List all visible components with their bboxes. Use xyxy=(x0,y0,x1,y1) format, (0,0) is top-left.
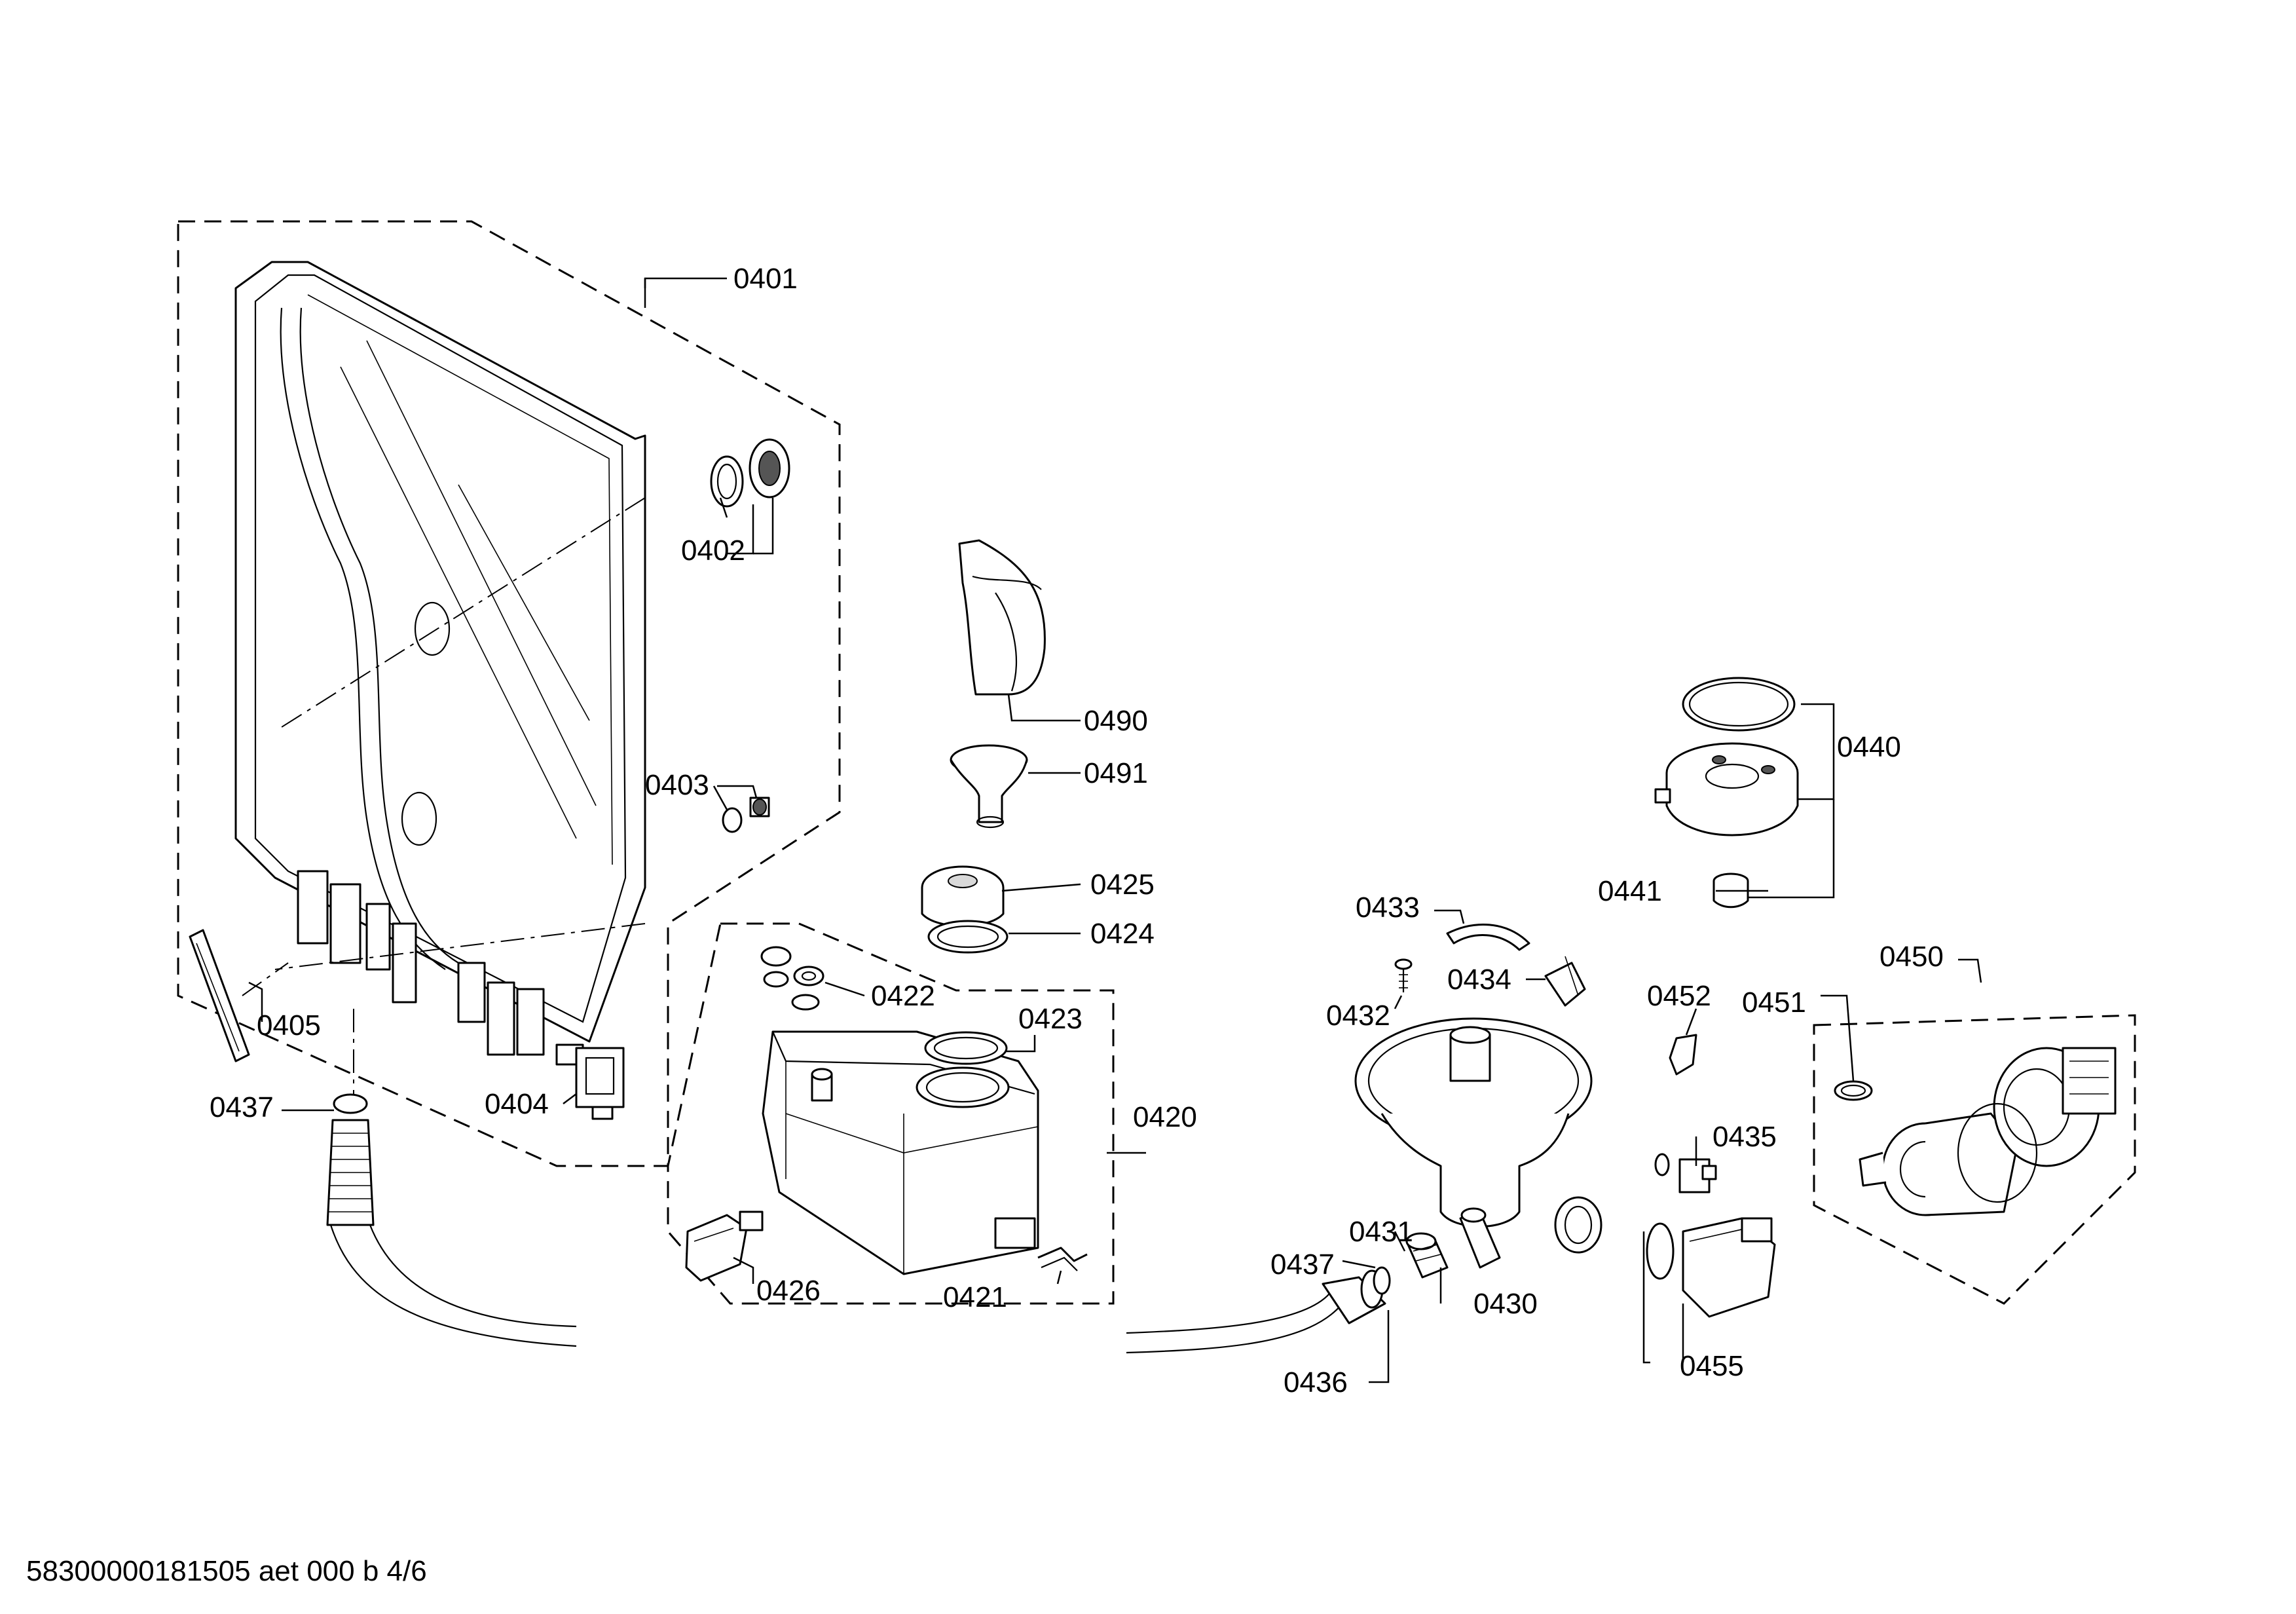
label-0441: 0441 xyxy=(1598,875,1662,907)
label-0420: 0420 xyxy=(1133,1101,1197,1133)
label-0452: 0452 xyxy=(1647,980,1711,1012)
chain-line-0405 xyxy=(242,962,289,996)
group-outline-0420 xyxy=(667,922,1115,1305)
funnel-0490 xyxy=(958,539,1046,696)
seal-0423 xyxy=(924,1031,1008,1065)
label-0433: 0433 xyxy=(1356,891,1420,924)
label-0425: 0425 xyxy=(1090,869,1155,901)
label-0430: 0430 xyxy=(1473,1288,1538,1320)
pump-part-0435 xyxy=(1654,1153,1717,1193)
clip-0405 xyxy=(189,929,250,1062)
drain-hose-0436 xyxy=(329,1224,1386,1354)
group-outline-0401 xyxy=(177,220,841,1167)
label-0404: 0404 xyxy=(485,1088,549,1120)
label-0437-top: 0437 xyxy=(210,1091,274,1123)
water-softener-0420 xyxy=(762,1030,1039,1275)
label-0421: 0421 xyxy=(943,1281,1007,1313)
heat-pump-0450 xyxy=(1859,1047,2117,1216)
label-0426: 0426 xyxy=(756,1275,821,1307)
fitting-0403 xyxy=(722,797,770,833)
drain-pump-0455 xyxy=(1646,1217,1776,1318)
valve-0404 xyxy=(555,1043,625,1120)
label-0431: 0431 xyxy=(1349,1216,1413,1248)
label-0450: 0450 xyxy=(1879,941,1944,973)
seal-ring-0402 xyxy=(710,438,790,508)
clip-0421 xyxy=(1037,1247,1088,1271)
label-0435: 0435 xyxy=(1713,1121,1777,1153)
label-0491: 0491 xyxy=(1084,757,1148,789)
clamp-0451 xyxy=(1834,1080,1873,1101)
label-0455: 0455 xyxy=(1680,1350,1744,1382)
leader-lines xyxy=(248,277,1982,1383)
label-0423: 0423 xyxy=(1018,1003,1083,1035)
cap-0425 xyxy=(921,865,1005,928)
label-0451: 0451 xyxy=(1742,986,1806,1019)
sump-0430 xyxy=(1354,1017,1602,1269)
sensor-0426 xyxy=(685,1210,764,1282)
ring-0424 xyxy=(927,920,1009,954)
impeller-0441 xyxy=(1713,873,1749,909)
drain-hose-0437 xyxy=(326,1009,375,1226)
label-0401: 0401 xyxy=(733,263,798,295)
chain-line-0401b xyxy=(274,923,646,970)
cup-0491 xyxy=(950,744,1028,829)
seals-0422 xyxy=(760,946,824,1011)
drawing-code: 58300000181505 aet 000 b 4/6 xyxy=(26,1555,427,1587)
label-0402: 0402 xyxy=(681,535,745,567)
label-0440: 0440 xyxy=(1837,731,1901,763)
screw-0432 xyxy=(1394,958,1413,992)
connector-0431 xyxy=(1405,1232,1449,1279)
label-0405: 0405 xyxy=(257,1009,321,1042)
label-0490: 0490 xyxy=(1084,705,1148,737)
ring-0437 xyxy=(1373,1266,1391,1295)
label-0436: 0436 xyxy=(1284,1366,1348,1398)
label-0403: 0403 xyxy=(645,769,709,801)
tub-panel-0401 xyxy=(234,261,646,1056)
latch-0434 xyxy=(1544,956,1586,1007)
label-0434: 0434 xyxy=(1447,964,1511,996)
label-0432: 0432 xyxy=(1326,1000,1390,1032)
chain-line-0401 xyxy=(281,497,646,728)
bracket-0433 xyxy=(1446,924,1530,951)
pump-cover-0440 xyxy=(1654,677,1799,836)
label-0424: 0424 xyxy=(1090,918,1155,950)
group-outline-0450 xyxy=(1813,1014,2136,1305)
clip-0452 xyxy=(1669,1034,1697,1076)
label-0422: 0422 xyxy=(871,980,935,1012)
label-0437-bottom: 0437 xyxy=(1270,1248,1335,1281)
